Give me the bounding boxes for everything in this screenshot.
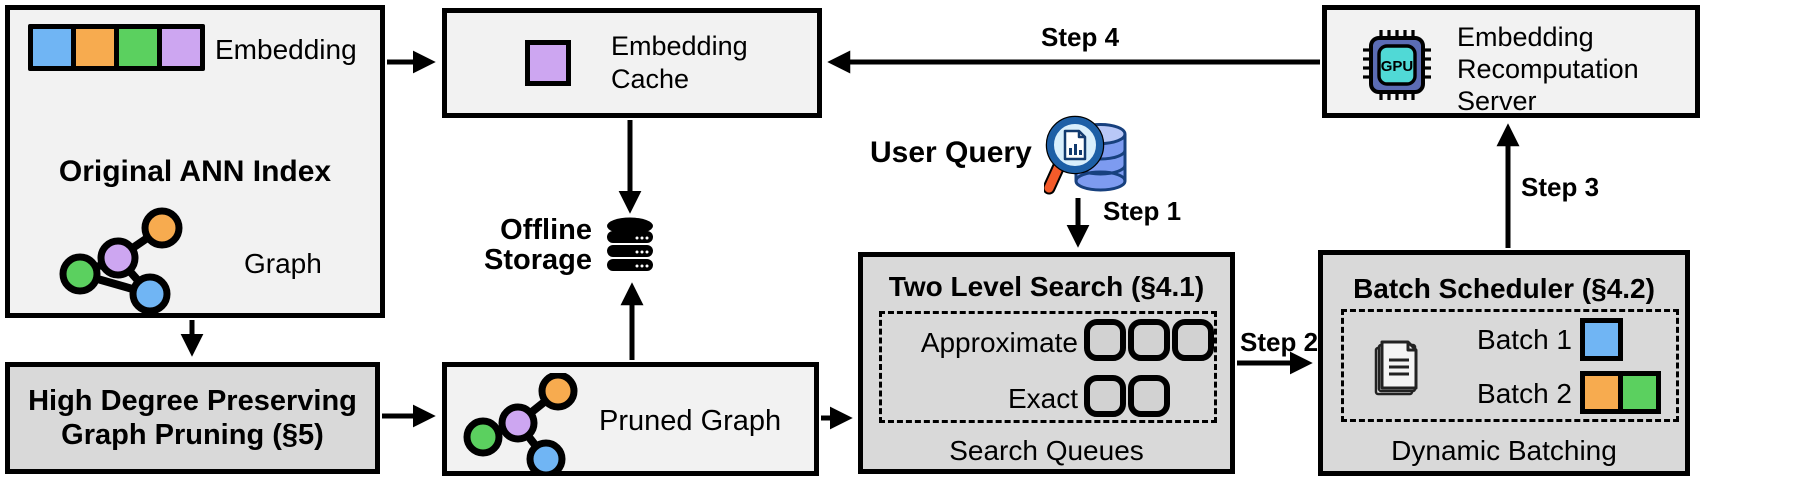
offline-storage-database-icon: [607, 217, 653, 271]
queue-slot: [1084, 375, 1126, 417]
queue-slot: [1128, 375, 1170, 417]
embedding-recomputation-server-box: GPU Embedding Recomputation Server: [1322, 5, 1700, 118]
search-queues-caption: Search Queues: [949, 435, 1144, 466]
batch2-label: Batch 2: [1477, 378, 1572, 409]
user-query-label: User Query: [870, 136, 1032, 169]
embedding-server-label: Embedding Recomputation Server: [1457, 22, 1639, 116]
approximate-label: Approximate: [920, 327, 1078, 358]
embedding-vector-icon: [28, 24, 205, 71]
search-queues-region: Approximate Exact: [879, 311, 1217, 423]
gpu-chip-text: GPU: [1381, 58, 1414, 75]
batch2-query-orange: [1580, 371, 1623, 414]
pruned-graph-label: Pruned Graph: [599, 405, 782, 437]
embedding-swatch-orange: [76, 29, 114, 66]
step-2-label: Step 2: [1240, 327, 1319, 357]
embedding-label: Embedding: [215, 34, 357, 65]
graph-pruning-label: High Degree Preserving Graph Pruning (§5…: [28, 385, 357, 451]
offline-storage-label: Offline Storage: [484, 214, 592, 276]
queue-slot: [1084, 319, 1126, 361]
cached-embedding-icon: [525, 40, 571, 86]
two-level-search-title: Two Level Search (§4.1): [888, 271, 1205, 302]
batch2-squares: [1580, 371, 1661, 414]
batch1-query-blue: [1580, 318, 1623, 361]
original-ann-index-title: Original ANN Index: [58, 155, 332, 188]
embedding-cache-label: Embedding Cache: [611, 31, 748, 94]
two-level-search-box: Two Level Search (§4.1) Approximate Exac…: [858, 252, 1235, 474]
embedding-cache-box: Embedding Cache: [442, 8, 822, 118]
pruned-graph-box: Pruned Graph: [442, 362, 819, 476]
graph-pruning-box: High Degree Preserving Graph Pruning (§5…: [5, 362, 380, 474]
dynamic-batching-region: Batch 1 Batch 2: [1341, 309, 1679, 422]
graph-icon: [59, 207, 183, 315]
approximate-queue-slots: [1084, 319, 1214, 361]
batch-scheduler-box: Batch Scheduler (§4.2) Batch 1 Ba: [1318, 250, 1690, 476]
dynamic-batching-caption: Dynamic Batching: [1391, 435, 1617, 466]
step-1-label: Step 1: [1103, 196, 1182, 226]
batch-scheduler-title: Batch Scheduler (§4.2): [1353, 273, 1655, 304]
gpu-chip-icon: GPU: [1363, 30, 1431, 100]
user-query-icon: [1044, 115, 1127, 195]
exact-queue-slots: [1084, 375, 1170, 417]
pruned-graph-icon: [463, 373, 578, 473]
embedding-swatch-green: [119, 29, 157, 66]
step-3-label: Step 3: [1521, 172, 1600, 202]
queue-slot: [1128, 319, 1170, 361]
batch2-query-green: [1618, 371, 1661, 414]
step-4-label: Step 4: [1041, 22, 1120, 52]
queue-slot: [1172, 319, 1214, 361]
exact-label: Exact: [1007, 383, 1078, 414]
graph-label: Graph: [244, 248, 322, 279]
batch1-squares: [1580, 318, 1623, 361]
embedding-swatch-purple: [162, 29, 200, 66]
documents-stack-icon: [1374, 340, 1418, 396]
original-ann-index-box: Embedding Original ANN Index Graph: [5, 5, 385, 318]
embedding-swatch-blue: [33, 29, 71, 66]
batch1-label: Batch 1: [1477, 324, 1572, 355]
